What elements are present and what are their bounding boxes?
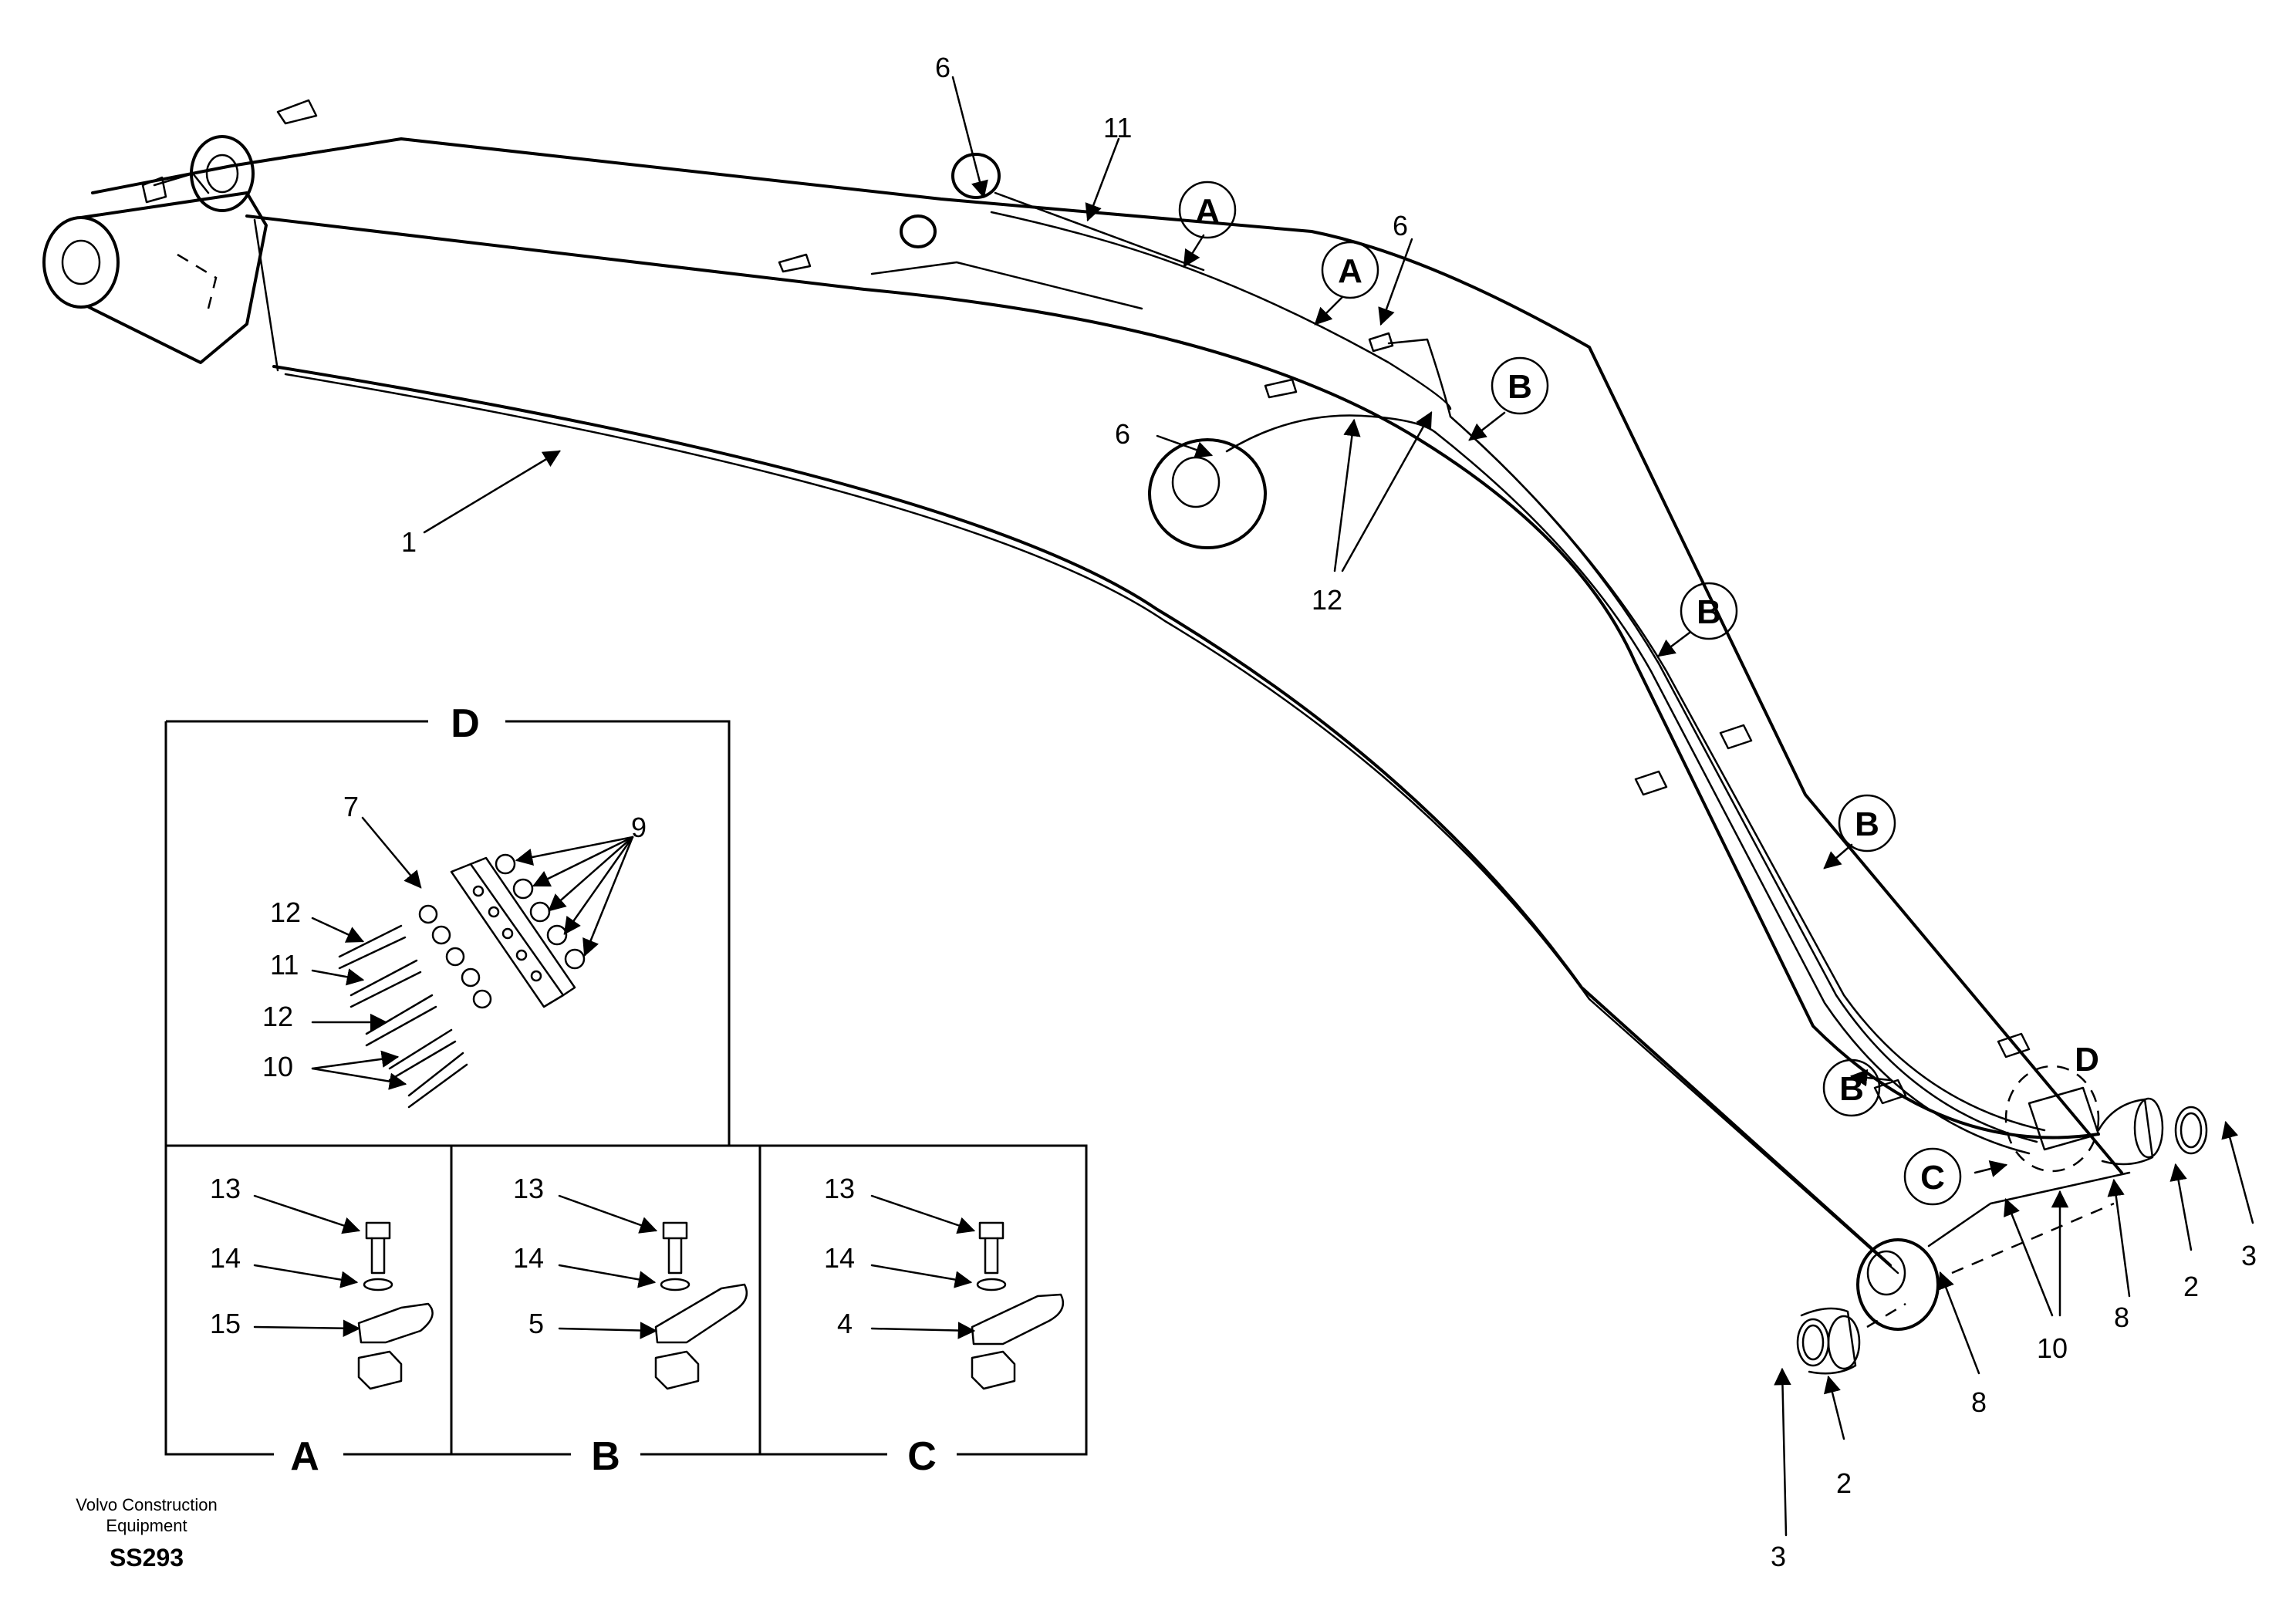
detail-b-title: B <box>591 1434 620 1479</box>
svg-text:B: B <box>1839 1070 1864 1108</box>
detail-d-title: D <box>451 701 480 746</box>
boom-drawing <box>42 99 2208 1375</box>
detail-a-label-13: 13 <box>210 1173 241 1204</box>
detail-d-label-12b: 12 <box>262 1001 293 1032</box>
drawing-code: SS293 <box>110 1544 184 1572</box>
callout-8-right: 8 <box>2114 1302 2129 1333</box>
section-marker-b3: B <box>1838 794 1896 853</box>
callout-2-left: 2 <box>1836 1467 1852 1499</box>
detail-a-label-15: 15 <box>210 1308 241 1339</box>
section-marker-b1: B <box>1491 356 1549 415</box>
callout-8-left: 8 <box>1971 1386 1987 1418</box>
detail-d-label-12a: 12 <box>270 896 301 928</box>
svg-text:B: B <box>1508 368 1532 406</box>
section-marker-a2: A <box>1321 241 1379 299</box>
detail-d-label-10: 10 <box>262 1051 293 1082</box>
section-marker-b4: B <box>1822 1058 1881 1117</box>
section-marker-b2: B <box>1680 582 1738 640</box>
detail-b-label-13: 13 <box>513 1173 544 1204</box>
svg-text:B: B <box>1855 805 1879 843</box>
detail-c-parts: 13 14 4 <box>824 1173 1065 1390</box>
callout-10: 10 <box>2037 1332 2068 1364</box>
callout-2-right: 2 <box>2183 1271 2199 1302</box>
footer-company-2: Equipment <box>106 1516 187 1535</box>
callout-12: 12 <box>1312 584 1342 616</box>
callout-3-left: 3 <box>1771 1541 1786 1572</box>
detail-c-title: C <box>907 1434 937 1479</box>
callout-6-mid: 6 <box>1393 210 1408 241</box>
detail-a-label-14: 14 <box>210 1242 241 1274</box>
detail-c-label-14: 14 <box>824 1242 855 1274</box>
detail-b-label-14: 14 <box>513 1242 544 1274</box>
section-marker-d1: D <box>2075 1041 2099 1079</box>
detail-b-label-5: 5 <box>528 1308 544 1339</box>
callout-3-right: 3 <box>2241 1240 2257 1271</box>
callout-11: 11 <box>1103 112 1132 143</box>
detail-c-label-13: 13 <box>824 1173 855 1204</box>
footer-company: Volvo Construction <box>76 1495 217 1514</box>
callout-leaders <box>423 76 2254 1537</box>
section-marker-c1: C <box>1903 1147 1962 1206</box>
detail-c-label-4: 4 <box>837 1308 853 1339</box>
svg-text:A: A <box>1338 252 1362 290</box>
detail-d-label-9: 9 <box>631 812 647 843</box>
detail-abc-frame: A B C <box>164 1144 1088 1479</box>
svg-text:A: A <box>1195 192 1220 230</box>
callout-1: 1 <box>401 526 417 558</box>
detail-a-parts: 13 14 15 <box>210 1173 434 1390</box>
detail-d-label-7: 7 <box>343 791 359 822</box>
footer-block: Volvo Construction Equipment SS293 <box>76 1495 217 1572</box>
svg-text:B: B <box>1697 593 1721 631</box>
callout-6-left: 6 <box>1115 418 1130 450</box>
detail-d-label-11: 11 <box>270 949 299 981</box>
svg-text:C: C <box>1920 1159 1945 1197</box>
detail-a-title: A <box>290 1434 319 1479</box>
callout-6-top: 6 <box>935 52 950 83</box>
svg-text:D: D <box>2075 1041 2099 1079</box>
detail-d-panel: D 7 9 12 11 12 1 <box>164 701 731 1147</box>
section-marker-a1: A <box>1178 181 1237 239</box>
detail-b-parts: 13 14 5 <box>513 1173 748 1390</box>
